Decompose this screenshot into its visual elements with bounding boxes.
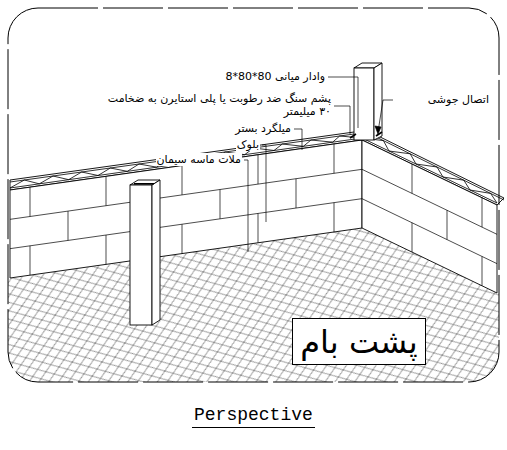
- stroke: [82, 172, 98, 176]
- stroke: [362, 199, 497, 264]
- stroke: [68, 211, 69, 240]
- callout-label: اتصال جوشی: [427, 93, 490, 106]
- stroke: [139, 164, 157, 167]
- stroke: [182, 224, 183, 253]
- post-side: [374, 63, 382, 140]
- stroke: [30, 246, 31, 275]
- stroke: [182, 166, 183, 195]
- bed-rebar: [10, 134, 504, 203]
- stroke: [258, 155, 259, 184]
- stroke: [10, 138, 362, 188]
- stroke: [69, 172, 82, 180]
- stroke: [443, 177, 464, 180]
- post-face: [130, 185, 152, 325]
- area-label-box: پشت بام: [292, 318, 426, 365]
- callout-label: وادار میانی 80*80*8: [225, 70, 326, 83]
- stroke: [296, 179, 297, 208]
- block-joints: [10, 144, 497, 286]
- leader-line: [294, 129, 302, 150]
- callout-label: میلگرد بستر: [234, 122, 292, 135]
- stroke: [447, 210, 448, 239]
- stroke: [39, 176, 53, 184]
- stroke: [53, 176, 69, 180]
- leader-arrowhead: [375, 126, 381, 134]
- stroke: [106, 176, 107, 205]
- stroke: [334, 203, 335, 232]
- drawing-frame: [8, 8, 499, 382]
- view-caption: Perspective: [192, 405, 315, 428]
- stroke: [482, 198, 483, 227]
- stroke: [106, 235, 107, 264]
- stroke: [98, 168, 110, 176]
- callout-label: پشم سنگ ضد رطوبت یا پلی استایرن به ضخامت…: [100, 92, 332, 118]
- stroke: [258, 213, 259, 242]
- stroke: [416, 164, 437, 167]
- stroke: [127, 164, 139, 171]
- stroke: [303, 140, 311, 146]
- callout-label: بلوک: [236, 138, 260, 151]
- callout-label: ملات ماسه سیمان: [156, 153, 243, 166]
- stroke: [470, 190, 491, 193]
- stroke: [274, 144, 282, 151]
- stroke: [389, 151, 410, 154]
- stroke: [10, 180, 24, 188]
- stroke: [362, 138, 497, 203]
- block-wall: [10, 132, 504, 293]
- stroke: [410, 154, 416, 164]
- weld-mark: [350, 132, 382, 138]
- stroke: [10, 134, 354, 182]
- left-wall-face: [10, 140, 362, 278]
- post-side: [152, 180, 160, 325]
- stroke: [491, 193, 497, 203]
- stroke: [110, 168, 127, 171]
- stroke: [383, 141, 389, 151]
- stroke: [464, 180, 470, 190]
- stroke: [333, 136, 340, 142]
- stroke: [482, 256, 483, 285]
- post-face: [354, 68, 374, 140]
- leader-line: [328, 77, 358, 128]
- left-post: [130, 180, 160, 325]
- stroke: [30, 187, 31, 216]
- stroke: [334, 144, 335, 173]
- stroke: [24, 180, 39, 184]
- stroke: [362, 169, 497, 234]
- stroke: [412, 164, 413, 193]
- leader-line: [334, 106, 350, 134]
- stroke: [10, 169, 362, 219]
- stroke: [282, 144, 303, 146]
- post-hollow: [134, 183, 154, 185]
- corner-post: [350, 63, 382, 140]
- stroke: [10, 199, 362, 249]
- stroke: [437, 167, 443, 177]
- stroke: [220, 190, 221, 219]
- stroke: [412, 223, 413, 252]
- stroke: [311, 140, 333, 142]
- leader-line: [262, 145, 266, 222]
- stroke: [370, 134, 504, 200]
- leader-line: [244, 160, 248, 252]
- area-name: پشت بام: [300, 323, 418, 361]
